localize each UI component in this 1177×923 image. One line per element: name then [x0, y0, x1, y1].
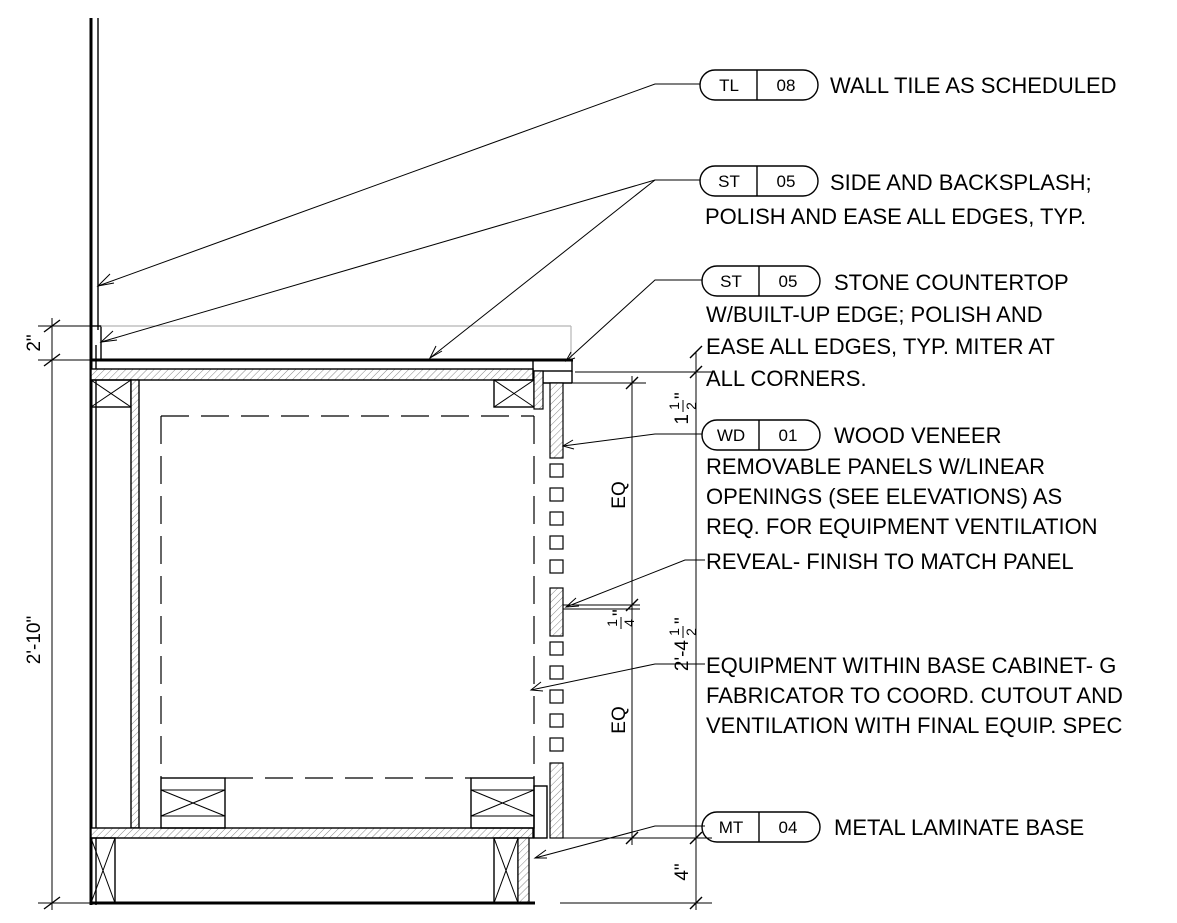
svg-text:MT: MT [719, 818, 744, 837]
ventilation-slot [549, 641, 564, 656]
cabinet-carcass [90, 370, 548, 905]
svg-text:ST: ST [720, 272, 742, 291]
reveal-width-label: 1 4 " [604, 609, 637, 629]
svg-text:": " [610, 609, 631, 616]
svg-text:POLISH AND EASE ALL EDGES, TYP: POLISH AND EASE ALL EDGES, TYP. [705, 204, 1086, 229]
panel-height-label: 2'-4 1 2 " [666, 617, 699, 671]
svg-text:REMOVABLE PANELS W/LINEAR: REMOVABLE PANELS W/LINEAR [706, 454, 1045, 479]
svg-text:ALL CORNERS.: ALL CORNERS. [706, 366, 867, 391]
svg-text:WALL TILE AS SCHEDULED: WALL TILE AS SCHEDULED [830, 73, 1117, 98]
ventilation-slot [549, 737, 564, 752]
wall [89, 18, 99, 905]
svg-text:EASE ALL EDGES, TYP. MITER AT: EASE ALL EDGES, TYP. MITER AT [706, 334, 1055, 359]
cabinet-top-panel [90, 368, 534, 381]
note-equipment: EQUIPMENT WITHIN BASE CABINET- G FABRICA… [706, 653, 1123, 738]
ventilation-slot [549, 487, 564, 502]
svg-text:2: 2 [683, 628, 699, 636]
svg-text:4: 4 [621, 619, 637, 627]
material-tag-tl-08: TL 08 [699, 69, 819, 101]
dimension-labels: 2'-10" 2" EQ EQ 2'-4 1 2 " 1 1 2 " 1 4 "… [24, 334, 699, 880]
svg-text:05: 05 [777, 172, 796, 191]
ventilation-openings [549, 463, 564, 752]
material-tag-mt-04: MT 04 [701, 811, 821, 843]
svg-text:01: 01 [779, 426, 798, 445]
svg-text:04: 04 [779, 818, 798, 837]
svg-text:05: 05 [779, 272, 798, 291]
svg-text:FABRICATOR TO COORD. CUTOUT AN: FABRICATOR TO COORD. CUTOUT AND [706, 683, 1123, 708]
overall-height-label: 2'-10" [24, 616, 45, 664]
note-reveal: REVEAL- FINISH TO MATCH PANEL [706, 549, 1074, 574]
eq-upper-label: EQ [609, 481, 630, 508]
ventilation-slot [549, 463, 564, 478]
splash-height-label: 2" [24, 334, 45, 351]
svg-text:W/BUILT-UP EDGE; POLISH AND: W/BUILT-UP EDGE; POLISH AND [706, 302, 1043, 327]
note-backsplash: SIDE AND BACKSPLASH; POLISH AND EASE ALL… [705, 170, 1092, 229]
material-tag-wd-01: WD 01 [701, 419, 821, 451]
svg-text:1: 1 [666, 402, 682, 410]
svg-text:STONE COUNTERTOP: STONE COUNTERTOP [834, 270, 1069, 295]
ventilation-slot [549, 559, 564, 574]
backsplash [90, 325, 572, 361]
svg-text:ST: ST [718, 172, 740, 191]
material-tag-st-05-countertop: ST 05 [701, 265, 821, 297]
svg-text:2: 2 [683, 402, 699, 410]
svg-text:REVEAL- FINISH TO MATCH PANEL: REVEAL- FINISH TO MATCH PANEL [706, 549, 1074, 574]
svg-text:REQ. FOR EQUIPMENT VENTILATION: REQ. FOR EQUIPMENT VENTILATION [706, 514, 1098, 539]
ventilation-slot [549, 511, 564, 526]
svg-text:2'-4: 2'-4 [672, 640, 693, 672]
svg-text:": " [672, 617, 693, 624]
note-countertop: STONE COUNTERTOP W/BUILT-UP EDGE; POLISH… [706, 270, 1069, 391]
eq-lower-label: EQ [609, 706, 630, 733]
svg-text:08: 08 [777, 76, 796, 95]
svg-text:TL: TL [719, 76, 739, 95]
material-tag-st-05-backsplash: ST 05 [699, 165, 819, 197]
svg-text:WOOD VENEER: WOOD VENEER [834, 423, 1001, 448]
ventilation-slot [549, 535, 564, 550]
dimensions [38, 318, 712, 910]
leaders [96, 83, 705, 859]
ventilation-slot [549, 665, 564, 680]
ventilation-slot [549, 689, 564, 704]
equipment-envelope [160, 415, 535, 779]
svg-text:METAL LAMINATE BASE: METAL LAMINATE BASE [834, 815, 1084, 840]
note-wood-veneer: WOOD VENEER REMOVABLE PANELS W/LINEAR OP… [706, 423, 1098, 539]
svg-text:WD: WD [717, 426, 745, 445]
ventilation-slot [549, 713, 564, 728]
svg-text:1: 1 [666, 628, 682, 636]
svg-text:EQUIPMENT WITHIN BASE CABINET-: EQUIPMENT WITHIN BASE CABINET- G [706, 653, 1116, 678]
svg-text:SIDE AND BACKSPLASH;: SIDE AND BACKSPLASH; [830, 170, 1092, 195]
svg-text:": " [672, 392, 693, 399]
front-veneer-panel [549, 382, 564, 839]
svg-text:VENTILATION WITH FINAL EQUIP.: VENTILATION WITH FINAL EQUIP. SPEC [706, 713, 1123, 738]
top-thickness-label: 1 1 2 " [666, 392, 699, 424]
svg-text:1: 1 [672, 414, 693, 425]
note-metal-base: METAL LAMINATE BASE [834, 815, 1084, 840]
svg-text:OPENINGS (SEE ELEVATIONS) AS: OPENINGS (SEE ELEVATIONS) AS [706, 484, 1062, 509]
note-wall-tile: WALL TILE AS SCHEDULED [830, 73, 1117, 98]
svg-text:1: 1 [604, 619, 620, 627]
toe-kick-label: 4" [672, 863, 693, 880]
